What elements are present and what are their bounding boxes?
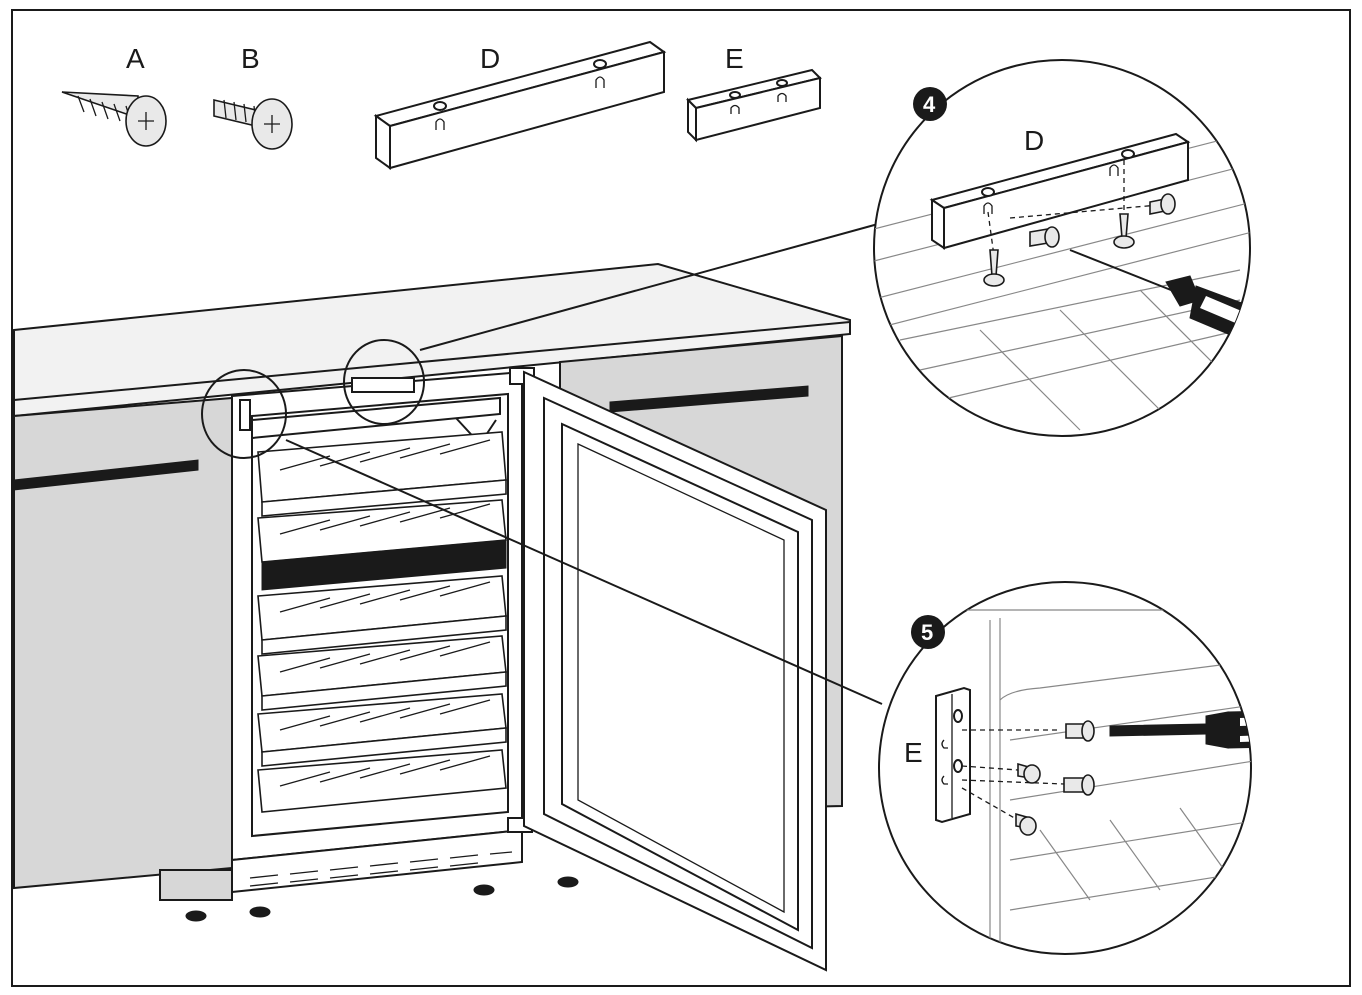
bracket-e-icon [686, 68, 822, 143]
part-label-e: E [725, 43, 744, 74]
step-4-part-label: D [1024, 125, 1044, 156]
step-5-badge [911, 615, 945, 649]
part-label-a: A [126, 43, 145, 74]
detail-circle-step-4: D 4 [873, 59, 1251, 437]
screw-icon [1113, 213, 1135, 249]
detail-circle-step-5: E 5 [878, 581, 1252, 955]
cabinet-scene [13, 262, 851, 972]
screw-b-icon [213, 98, 293, 150]
leader-line-5 [285, 439, 883, 705]
screw-icon [1065, 720, 1095, 742]
bracket-d-icon [373, 40, 667, 170]
step-4-number: 4 [923, 92, 936, 117]
callout-marker-side [201, 369, 287, 459]
screw-icon [1015, 812, 1037, 836]
callout-marker-top [343, 339, 425, 425]
wine-shelves [257, 431, 507, 813]
screw-icon [983, 249, 1005, 287]
screw-icon [1017, 762, 1041, 784]
part-label-b: B [241, 43, 260, 74]
screw-a-icon [61, 91, 167, 147]
step-5-number: 5 [921, 620, 933, 645]
leader-line-4 [419, 223, 879, 351]
screw-icon [1149, 193, 1176, 215]
screw-icon [1063, 774, 1095, 796]
step-4-badge [913, 87, 947, 121]
screw-icon [1029, 226, 1060, 248]
part-label-d: D [480, 43, 500, 74]
screwdriver-icon [1109, 709, 1251, 749]
step-5-part-label: E [904, 737, 923, 768]
